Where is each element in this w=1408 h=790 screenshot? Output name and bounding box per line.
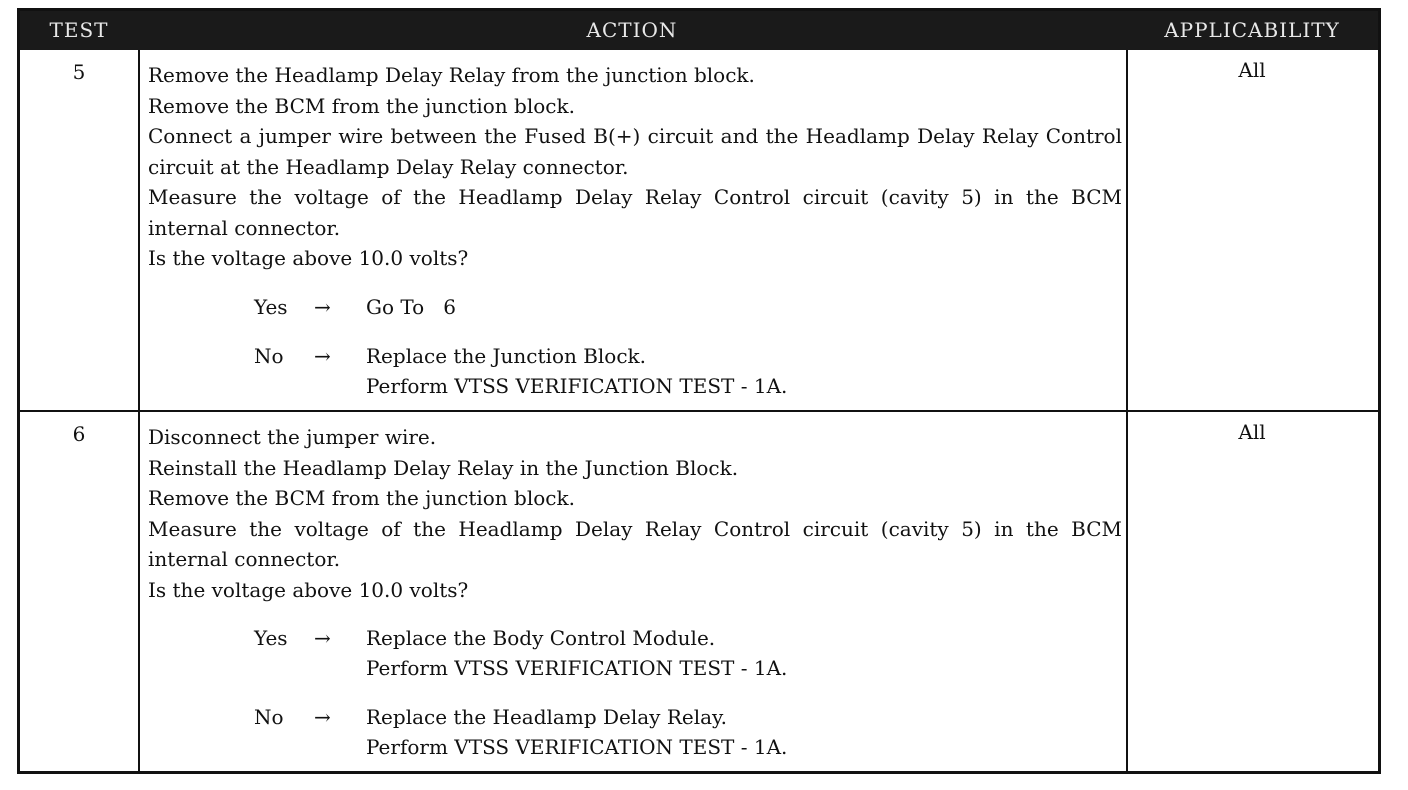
result-line: Replace the Headlamp Delay Relay. [366,705,728,729]
table-row: 5 Remove the Headlamp Delay Relay from t… [20,50,1378,410]
action-question: Is the voltage above 10.0 volts? [148,246,469,270]
diagnostic-test-table: TEST ACTION APPLICABILITY 5 Remove the H… [17,8,1381,774]
answer-yes: Yes → Go To 6 [254,292,1122,323]
header-applicability: APPLICABILITY [1164,18,1340,42]
answer-no: No → Replace the Junction Block. Perform… [254,341,1122,401]
action-question: Is the voltage above 10.0 volts? [148,577,469,602]
arrow-icon: → [314,705,331,729]
action-cell: Remove the Headlamp Delay Relay from the… [148,60,1122,420]
answer-result: Replace the Headlamp Delay Relay. Perfor… [366,702,787,762]
row-divider [20,410,1378,412]
result-line: Replace the Body Control Module. [366,626,716,650]
action-cell: Disconnect the jumper wire. Reinstall th… [148,422,1122,781]
answer-result: Replace the Junction Block. Perform VTSS… [366,341,787,401]
test-number: 6 [72,422,86,446]
answer-list: Yes → Go To 6 No → Replace the Junction … [148,292,1122,402]
action-step: Remove the BCM from the junction block. [148,93,575,118]
answer-label: No [254,705,284,729]
arrow-icon: → [314,294,331,319]
header-action: ACTION [586,18,678,42]
arrow-icon: → [314,626,331,650]
action-step: Measure the voltage of the Headlamp Dela… [148,516,1122,572]
action-step: Remove the Headlamp Delay Relay from the… [148,63,755,87]
result-line: Perform VTSS VERIFICATION TEST - 1A. [366,374,788,398]
table-row: 6 Disconnect the jumper wire. Reinstall … [20,412,1378,772]
test-number: 5 [72,60,86,84]
action-step: Connect a jumper wire between the Fused … [148,124,1122,179]
answer-result: Replace the Body Control Module. Perform… [366,623,787,683]
answer-no: No → Replace the Headlamp Delay Relay. P… [254,702,1122,762]
answer-label: No [254,344,284,368]
table-header: TEST ACTION APPLICABILITY [20,11,1378,50]
arrow-icon: → [314,344,331,368]
result-line: Go To 6 [366,294,456,319]
result-line: Replace the Junction Block. [366,344,647,368]
applicability-value: All [1238,420,1266,444]
result-line: Perform VTSS VERIFICATION TEST - 1A. [366,656,788,680]
action-step: Reinstall the Headlamp Delay Relay in th… [148,455,739,480]
action-step: Remove the BCM from the junction block. [148,486,575,510]
answer-label: Yes [254,294,288,319]
answer-label: Yes [254,626,288,650]
answer-result: Go To 6 [366,292,456,322]
answer-yes: Yes → Replace the Body Control Module. P… [254,623,1122,683]
result-line: Perform VTSS VERIFICATION TEST - 1A. [366,735,788,759]
applicability-value: All [1238,58,1266,82]
action-step: Measure the voltage of the Headlamp Dela… [148,185,1122,240]
action-step: Disconnect the jumper wire. [148,425,437,449]
answer-list: Yes → Replace the Body Control Module. P… [148,623,1122,762]
header-test: TEST [49,18,109,42]
